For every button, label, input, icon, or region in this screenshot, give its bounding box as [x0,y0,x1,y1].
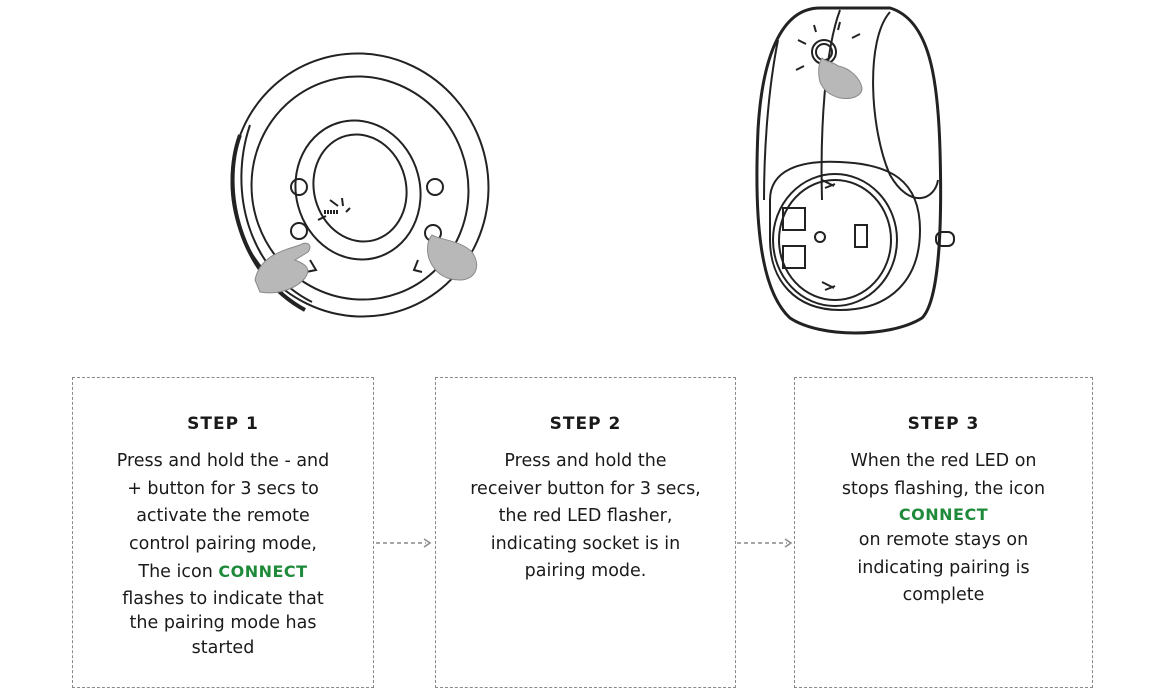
step-1-text: Press and hold the - and + button for 3 … [73,448,373,662]
step-3-line: When the red LED on [850,451,1037,471]
step-2-line: the red LED flasher, [498,506,673,526]
remote-control-illustration [230,52,490,318]
socket-receiver-illustration [755,6,955,335]
step-3-title: STEP 3 [907,414,980,434]
step-1-line: Press and hold the - and [116,451,330,471]
step-1-line: the pairing mode has [129,612,317,633]
connect-label: CONNECT [898,505,989,524]
step-3-text: When the red LED on stops flashing, the … [795,448,1092,610]
step-1-line: control pairing mode, [129,533,317,554]
step-2-line: indicating socket is in [490,533,681,554]
step-2-line: receiver button for 3 secs, [470,478,701,499]
step-1-connect-line: The icon CONNECT [85,558,361,587]
step-3-line: indicating pairing is [857,557,1030,578]
step-1-box: STEP 1 Press and hold the - and + button… [72,377,374,688]
step-1-line: activate the remote [136,506,310,526]
arrow-right-icon [737,538,793,548]
step-2-box: STEP 2 Press and hold the receiver butto… [435,377,736,688]
step-1-line: flashes to indicate that [122,588,324,609]
step-1-connect-prefix: The icon [138,562,213,582]
step-1-line: + button for 3 secs to [127,478,319,499]
step-2-line: Press and hold the [504,451,667,471]
step-1-title: STEP 1 [187,414,259,434]
step-1-line: started [191,637,255,658]
step-2-text: Press and hold the receiver button for 3… [436,448,735,586]
step-2-title: STEP 2 [549,414,622,434]
step-2-line: pairing mode. [524,561,647,581]
step-3-line: stops flashing, the icon [841,478,1046,499]
connect-label: CONNECT [218,562,308,581]
step-3-line: on remote stays on [858,530,1029,550]
arrow-right-icon [376,538,432,548]
step-3-box: STEP 3 When the red LED on stops flashin… [794,377,1093,688]
step-3-line: complete [902,585,985,605]
